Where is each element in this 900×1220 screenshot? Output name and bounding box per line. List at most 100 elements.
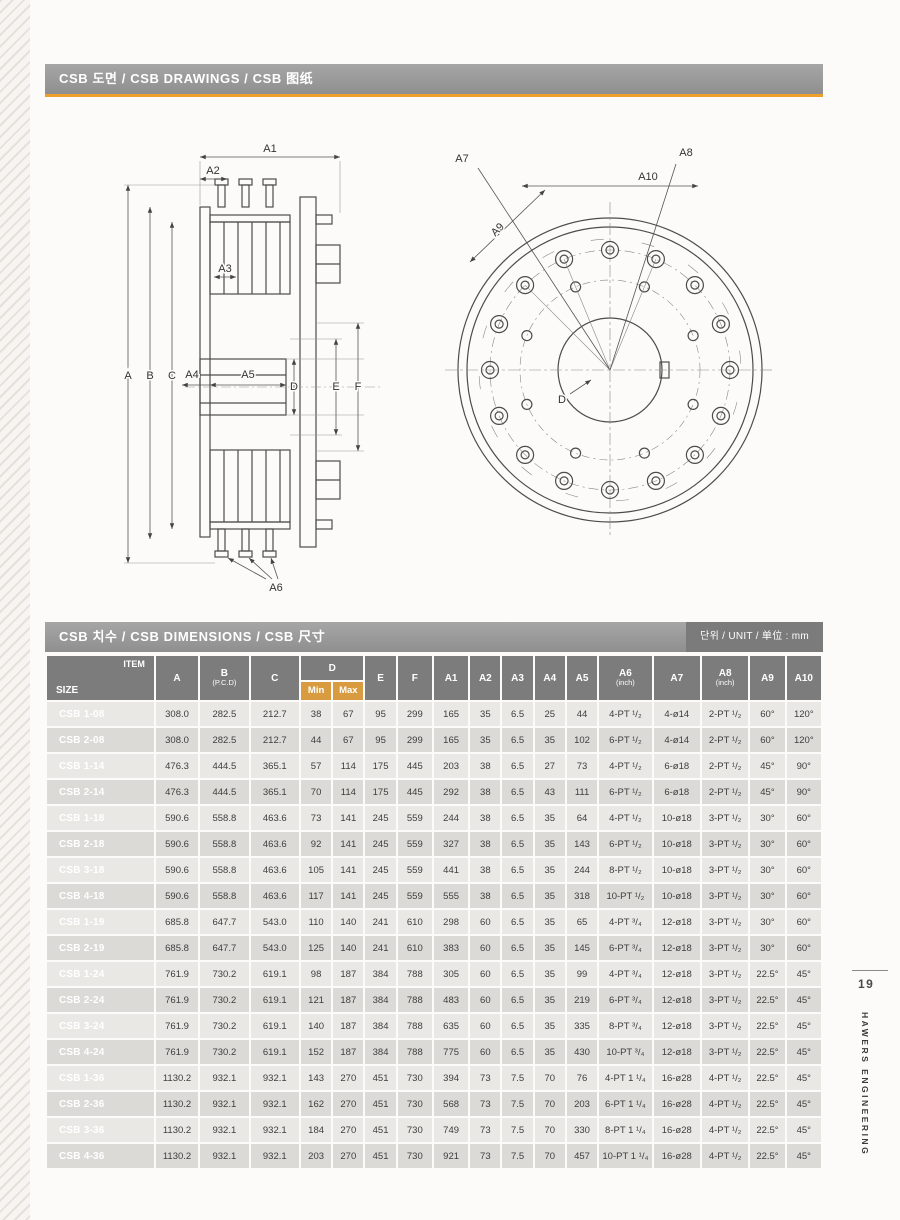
dimension-cell: 105 xyxy=(300,858,332,882)
dimension-cell: 383 xyxy=(433,936,469,960)
dimensions-section-header: CSB 치수 / CSB DIMENSIONS / CSB 尺寸 단위 / UN… xyxy=(45,622,823,652)
dimension-cell: 45° xyxy=(786,1092,821,1116)
dimension-cell: 730.2 xyxy=(200,1014,249,1038)
column-subheader-max: Max xyxy=(333,682,364,700)
dimension-cell: 120° xyxy=(786,728,821,752)
dim-label-front-d: D xyxy=(558,394,566,406)
dimension-cell: 730 xyxy=(397,1118,432,1142)
dimension-cell: 282.5 xyxy=(200,702,249,726)
dimension-cell: 140 xyxy=(333,910,364,934)
dimension-cell: 241 xyxy=(365,936,396,960)
dim-label-a7: A7 xyxy=(455,153,468,165)
dimension-cell: 125 xyxy=(300,936,332,960)
dimension-cell: 212.7 xyxy=(250,728,299,752)
page-number: 19 xyxy=(858,977,875,991)
dimension-cell: 35 xyxy=(534,1040,565,1064)
dimension-cell: 6.5 xyxy=(502,728,533,752)
dimension-cell: 299 xyxy=(397,728,432,752)
dimension-cell: 6.5 xyxy=(502,884,533,908)
dimension-cell: 932.1 xyxy=(250,1092,299,1116)
dimension-cell: 932.1 xyxy=(200,1092,249,1116)
dimension-cell: 590.6 xyxy=(155,806,199,830)
dimension-cell: 187 xyxy=(333,1040,364,1064)
dimension-cell: 45° xyxy=(786,1144,821,1168)
column-header-a10: A10 xyxy=(786,656,821,700)
dimension-cell: 7.5 xyxy=(502,1144,533,1168)
column-header-a4: A4 xyxy=(534,656,565,700)
dimension-cell: 7.5 xyxy=(502,1118,533,1142)
front-view-drawing: A7 A8 A10 A9 D xyxy=(445,146,775,538)
dimension-cell: 788 xyxy=(397,1014,432,1038)
dimension-cell: 245 xyxy=(365,858,396,882)
column-header-b: B(P.C.D) xyxy=(200,656,249,700)
dimension-cell: 57 xyxy=(300,754,332,778)
dimension-cell: 141 xyxy=(333,884,364,908)
dimension-cell: 45° xyxy=(786,1014,821,1038)
dimension-cell: 45° xyxy=(786,962,821,986)
dimension-cell: 318 xyxy=(566,884,598,908)
dimension-cell: 451 xyxy=(365,1092,396,1116)
dimension-cell: 44 xyxy=(300,728,332,752)
dimension-cell: 7.5 xyxy=(502,1066,533,1090)
column-header-e: E xyxy=(365,656,396,700)
dimension-cell: 45° xyxy=(750,754,785,778)
dimension-cell: 38 xyxy=(470,832,501,856)
dimension-cell: 4-PT ¹/₂ xyxy=(701,1092,749,1116)
dimension-cell: 38 xyxy=(470,806,501,830)
dimension-cell: 114 xyxy=(333,780,364,804)
row-size-label: CSB 2-18 xyxy=(47,832,154,856)
column-header-d: D xyxy=(300,656,364,680)
row-size-label: CSB 2-08 xyxy=(47,728,154,752)
dimension-cell: 60° xyxy=(786,806,821,830)
dimension-cell: 558.8 xyxy=(200,858,249,882)
dimension-cell: 463.6 xyxy=(250,884,299,908)
column-header-a1: A1 xyxy=(433,656,469,700)
column-header-f: F xyxy=(397,656,432,700)
dimension-cell: 270 xyxy=(333,1118,364,1142)
dimension-cell: 143 xyxy=(300,1066,332,1090)
dim-label-a3: A3 xyxy=(218,263,231,275)
dim-label-a1: A1 xyxy=(263,143,276,155)
dimension-cell: 761.9 xyxy=(155,1040,199,1064)
dimension-cell: 70 xyxy=(534,1092,565,1116)
dimension-cell: 12-ø18 xyxy=(653,936,700,960)
dimension-cell: 10-ø18 xyxy=(653,884,700,908)
dimension-cell: 45° xyxy=(786,988,821,1012)
dimension-cell: 245 xyxy=(365,884,396,908)
dimension-cell: 932.1 xyxy=(200,1144,249,1168)
dimension-cell: 35 xyxy=(534,962,565,986)
row-size-label: CSB 2-36 xyxy=(47,1092,154,1116)
dimension-cell: 22.5° xyxy=(750,962,785,986)
dimension-cell: 73 xyxy=(566,754,598,778)
dimension-cell: 270 xyxy=(333,1144,364,1168)
dimension-cell: 451 xyxy=(365,1066,396,1090)
dimension-cell: 6.5 xyxy=(502,754,533,778)
dimension-cell: 292 xyxy=(433,780,469,804)
dimension-cell: 114 xyxy=(333,754,364,778)
dimension-cell: 730.2 xyxy=(200,988,249,1012)
dimension-cell: 35 xyxy=(534,910,565,934)
dimension-cell: 12-ø18 xyxy=(653,962,700,986)
dimension-cell: 12-ø18 xyxy=(653,1040,700,1064)
dimension-cell: 22.5° xyxy=(750,1066,785,1090)
dimension-cell: 590.6 xyxy=(155,832,199,856)
dimension-cell: 64 xyxy=(566,806,598,830)
dimension-cell: 590.6 xyxy=(155,884,199,908)
dimension-cell: 212.7 xyxy=(250,702,299,726)
dimension-cell: 38 xyxy=(300,702,332,726)
dimension-cell: 3-PT ¹/₂ xyxy=(701,1040,749,1064)
dimension-cell: 463.6 xyxy=(250,858,299,882)
dim-label-f: F xyxy=(355,381,362,393)
dimension-cell: 140 xyxy=(300,1014,332,1038)
dimension-cell: 16-ø28 xyxy=(653,1066,700,1090)
dimension-cell: 308.0 xyxy=(155,728,199,752)
dimension-cell: 30° xyxy=(750,806,785,830)
dimension-cell: 327 xyxy=(433,832,469,856)
dimension-cell: 165 xyxy=(433,702,469,726)
dimension-cell: 6.5 xyxy=(502,806,533,830)
